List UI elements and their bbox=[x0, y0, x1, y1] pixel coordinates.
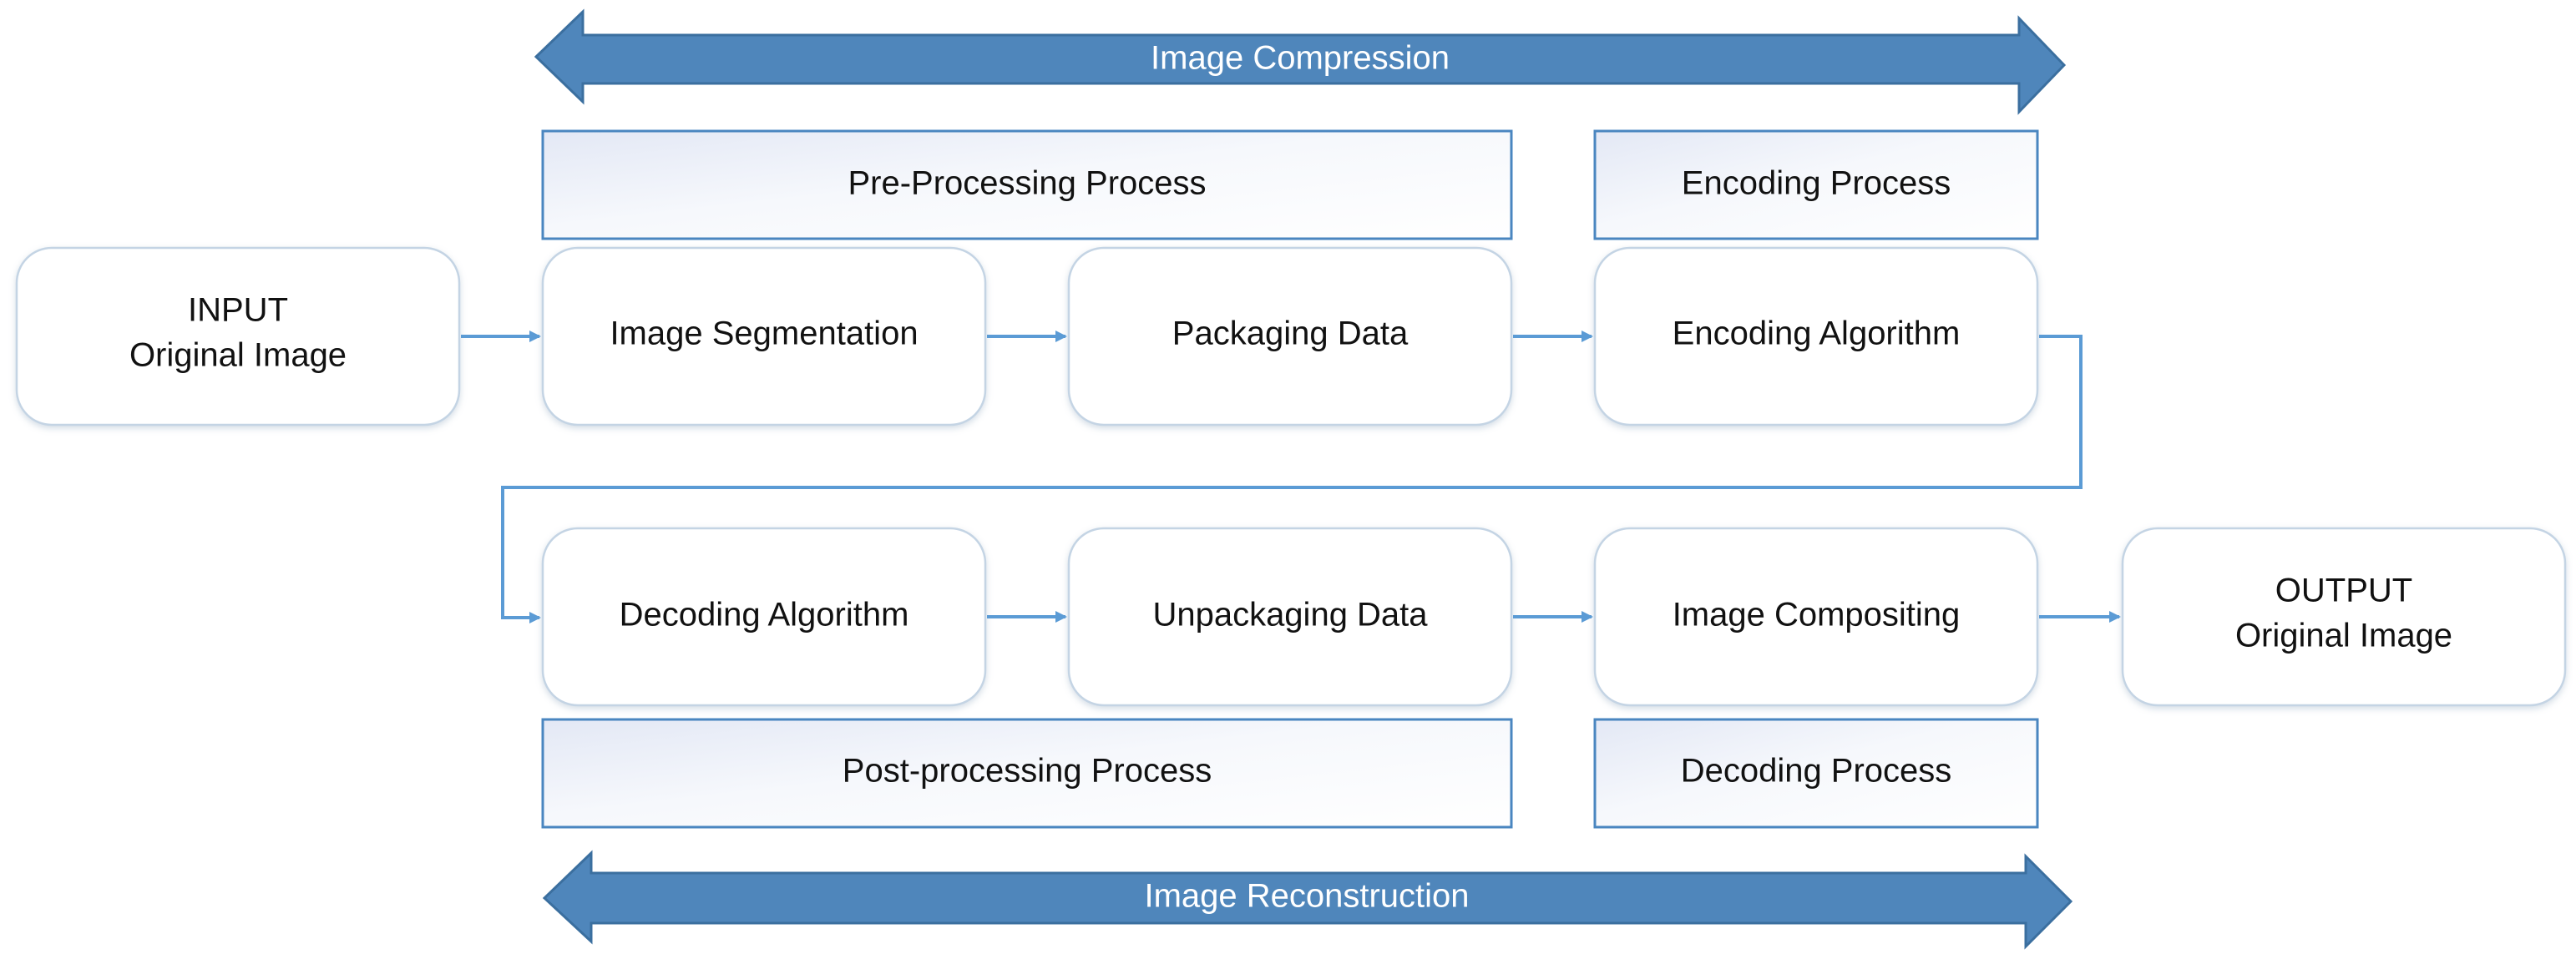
encoding-to-decoding-connector bbox=[501, 335, 2083, 623]
input-node: INPUT Original Image bbox=[15, 246, 461, 427]
output-node-subtitle: Original Image bbox=[2235, 618, 2452, 654]
input-node-subtitle: Original Image bbox=[129, 337, 347, 374]
packaging-data-node: Packaging Data bbox=[1067, 246, 1513, 427]
output-node: OUTPUT Original Image bbox=[2121, 527, 2567, 707]
image-compositing-node: Image Compositing bbox=[1593, 527, 2039, 707]
image-segmentation-node: Image Segmentation bbox=[541, 246, 987, 427]
unpackaging-data-node: Unpackaging Data bbox=[1067, 527, 1513, 707]
encoding-algorithm-node: Encoding Algorithm bbox=[1593, 246, 2039, 427]
image-segmentation-label: Image Segmentation bbox=[610, 315, 918, 352]
post-processing-process-group: Post-processing Process bbox=[541, 718, 1513, 829]
image-compression-banner: Image Compression bbox=[534, 8, 2067, 115]
decoding-algorithm-node: Decoding Algorithm bbox=[541, 527, 987, 707]
unpackaging-data-label: Unpackaging Data bbox=[1152, 597, 1428, 633]
encoding-process-group: Encoding Process bbox=[1593, 129, 2039, 240]
output-node-title: OUTPUT bbox=[2275, 573, 2412, 609]
image-reconstruction-label: Image Reconstruction bbox=[1144, 878, 1469, 915]
image-compression-label: Image Compression bbox=[1151, 40, 1450, 77]
encoding-algorithm-label: Encoding Algorithm bbox=[1673, 315, 1961, 352]
image-reconstruction-banner: Image Reconstruction bbox=[542, 850, 2073, 950]
decoding-algorithm-label: Decoding Algorithm bbox=[620, 597, 909, 633]
input-node-title: INPUT bbox=[188, 292, 288, 329]
pre-processing-process-label: Pre-Processing Process bbox=[848, 165, 1206, 202]
decoding-process-label: Decoding Process bbox=[1681, 753, 1952, 790]
double-arrow-icon bbox=[534, 8, 2067, 115]
image-compositing-label: Image Compositing bbox=[1673, 597, 1961, 633]
double-arrow-icon bbox=[542, 850, 2073, 950]
post-processing-process-label: Post-processing Process bbox=[843, 753, 1212, 790]
packaging-data-label: Packaging Data bbox=[1172, 315, 1409, 352]
decoding-process-group: Decoding Process bbox=[1593, 718, 2039, 829]
pre-processing-process-group: Pre-Processing Process bbox=[541, 129, 1513, 240]
encoding-process-label: Encoding Process bbox=[1682, 165, 1951, 202]
